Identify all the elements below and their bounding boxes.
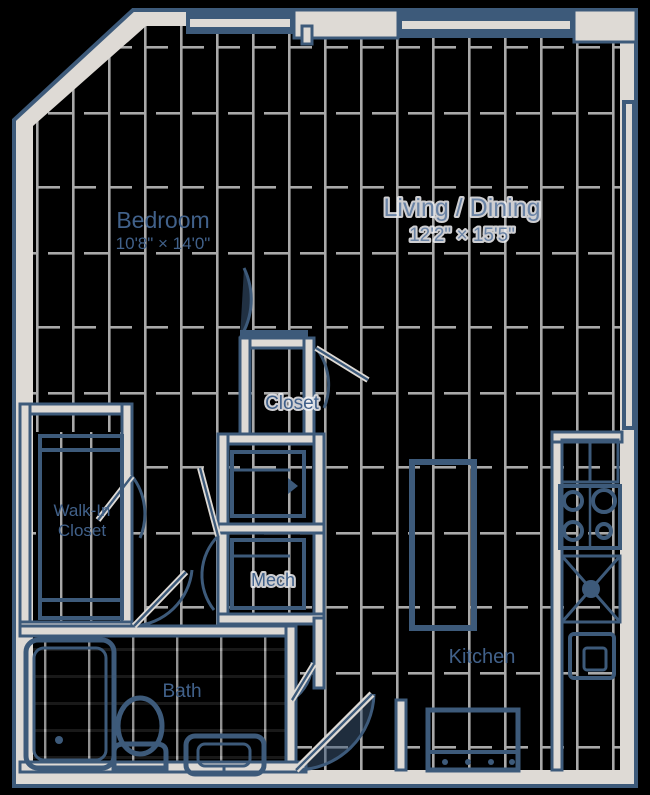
vanity-sink (183, 733, 267, 777)
toilet (111, 695, 169, 771)
closet-name-halo: Closet (265, 393, 320, 414)
kitchen-sink (560, 554, 622, 624)
kitchen-name: Kitchen (449, 646, 516, 668)
room-label-walkin-closet: Walk-In Closet (54, 501, 111, 540)
bathtub (23, 637, 117, 771)
room-label-closet: Closet Closet (263, 391, 322, 416)
room-label-bath: Bath (162, 681, 201, 702)
bedroom-name: Bedroom (116, 207, 209, 233)
living-dining-name-halo: Living / Dining (383, 194, 540, 222)
living-dining-dims-halo: 12'2" × 15'5" (409, 225, 515, 246)
room-label-mech: Mech Mech (249, 568, 297, 592)
closet-door (314, 345, 370, 409)
base-cabinet (425, 707, 521, 773)
bedroom-dims: 10'8" × 14'0" (116, 234, 211, 253)
closet-shelving (38, 434, 124, 620)
entry-door (289, 661, 376, 773)
windows (186, 8, 638, 430)
water-heater (230, 538, 306, 610)
room-label-living-dining: Living / Dining Living / Dining 12'2" × … (381, 192, 542, 248)
walkin-door (95, 474, 147, 539)
bath-door (131, 569, 194, 629)
room-label-kitchen: Kitchen (449, 646, 516, 668)
living-dining-name: Living / Dining (383, 194, 540, 222)
bath-name: Bath (162, 681, 201, 702)
walkin-name-line2: Closet (58, 521, 106, 540)
living-dining-dims: 12'2" × 15'5" (409, 225, 515, 246)
washer-dryer (230, 450, 306, 518)
walkin-floor (36, 432, 126, 622)
room-label-bedroom: Bedroom 10'8" × 14'0" (116, 207, 211, 253)
bath-floor (33, 634, 295, 770)
mech-door (197, 467, 221, 611)
range-cooktop (558, 484, 622, 550)
upper-cabinets (560, 438, 620, 484)
kitchen-island (409, 459, 477, 631)
walkin-name-line1: Walk-In (54, 501, 111, 520)
mech-name: Mech (251, 570, 295, 590)
mech-name-halo: Mech (251, 570, 295, 590)
bedroom-door (238, 267, 308, 339)
closet-name: Closet (265, 393, 320, 414)
dishwasher (568, 632, 616, 680)
